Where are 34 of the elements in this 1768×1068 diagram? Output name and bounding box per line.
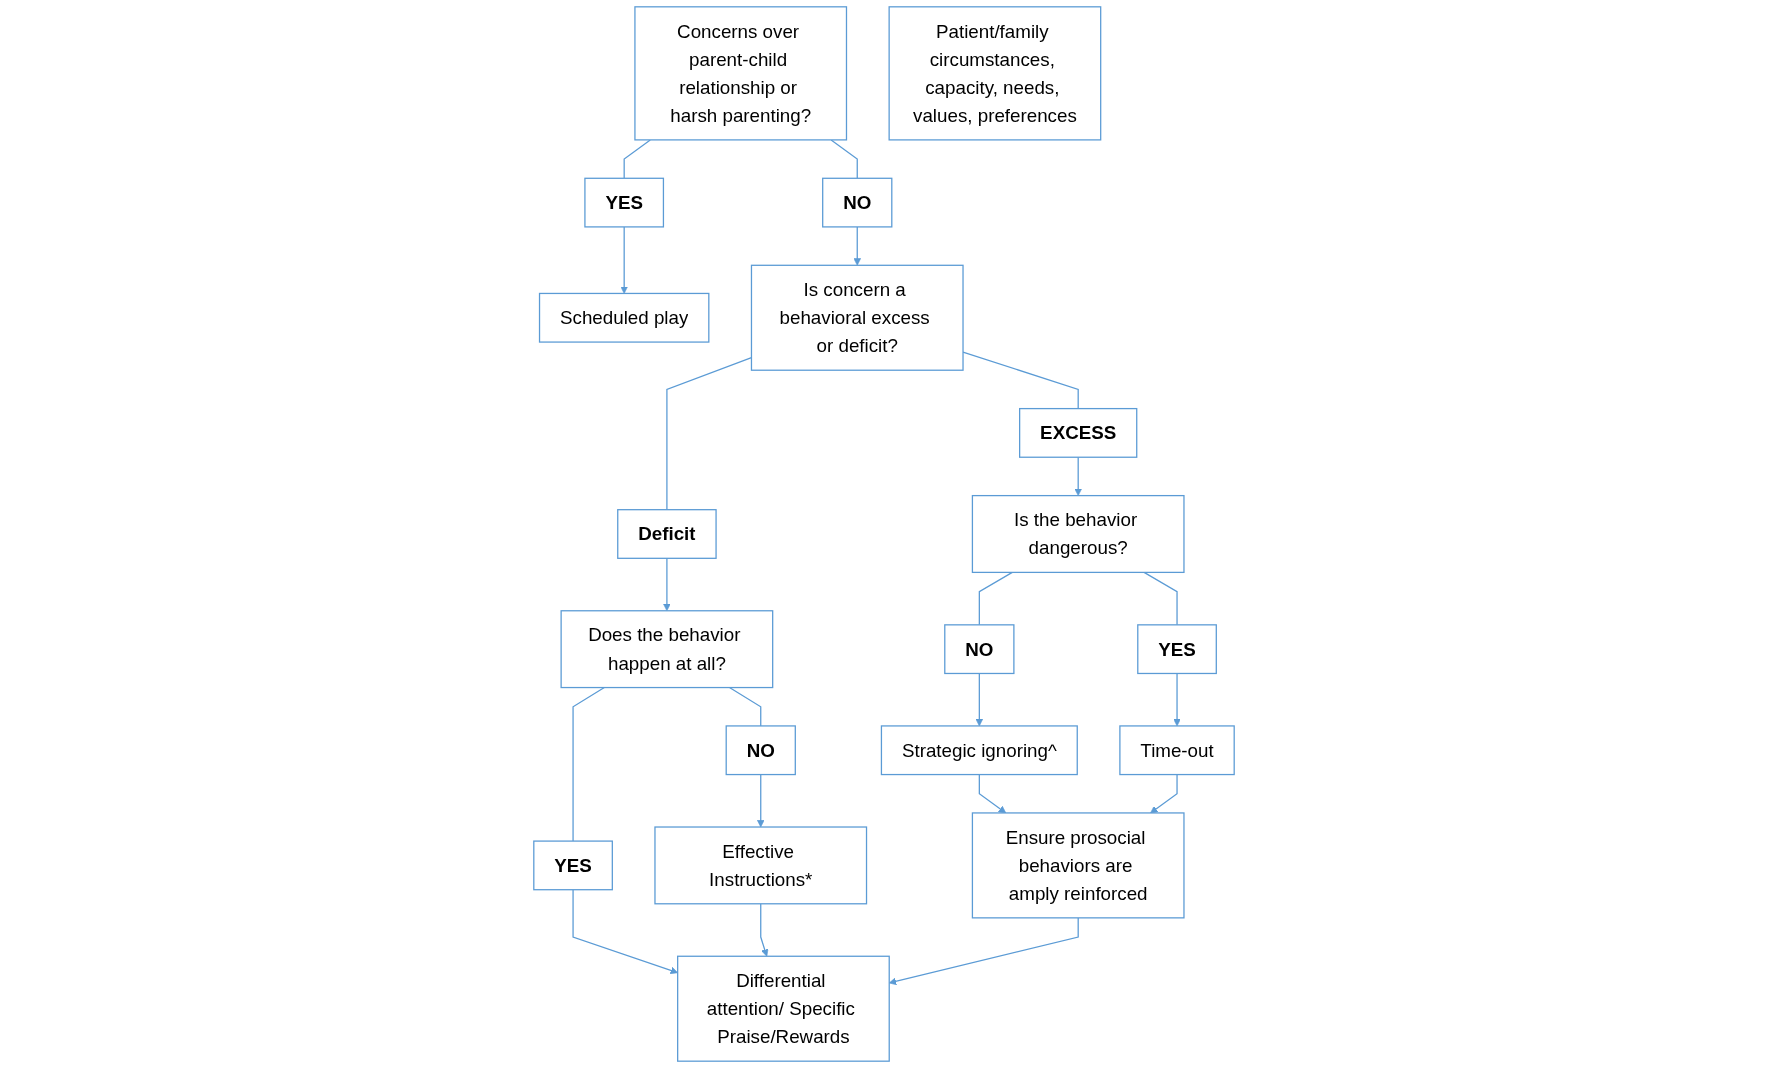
node-box: NO: [822, 177, 893, 228]
node-box: Ensure prosocial behaviors are amply reinforced: [971, 812, 1185, 919]
arrow: [978, 773, 1007, 814]
node-box: Differential attention/ Specific Praise/Rewards: [677, 955, 890, 1062]
node-box: Is the behavior dangerous?: [971, 494, 1185, 574]
node-box: YES: [1137, 624, 1217, 675]
connector: [572, 686, 605, 842]
arrow: [975, 672, 984, 727]
arrow: [1173, 672, 1181, 727]
node-box: Deficit: [617, 509, 717, 559]
arrow: [760, 903, 769, 957]
node-box: Effective Instructions*: [654, 826, 868, 905]
node-box: Patient/family circumstances, capacity, needs, values, preferences: [888, 6, 1102, 141]
node-box: NO: [944, 624, 1015, 675]
arrow: [572, 889, 678, 975]
arrow: [1074, 456, 1082, 496]
arrow: [1150, 773, 1178, 814]
node-box: Strategic ignoring^: [880, 725, 1078, 776]
node-box: YES: [533, 840, 613, 891]
node-box: Scheduled play: [538, 292, 710, 343]
arrow: [757, 773, 765, 828]
node-box: YES: [584, 177, 665, 228]
arrow: [853, 226, 861, 266]
arrow: [620, 226, 628, 294]
node-box: Is concern a behavioral excess or deficit?: [750, 264, 964, 371]
node-box: Does the behavior happen at all?: [560, 610, 774, 689]
node-box: NO: [725, 725, 796, 776]
connector: [830, 139, 858, 179]
arrow: [663, 557, 671, 612]
connector: [728, 686, 762, 727]
node-box: Time-out: [1119, 725, 1235, 776]
node-box: Concerns over parent-child relationship or harsh parenting?: [634, 6, 848, 141]
node-box: EXCESS: [1019, 407, 1138, 458]
connector: [623, 139, 651, 179]
